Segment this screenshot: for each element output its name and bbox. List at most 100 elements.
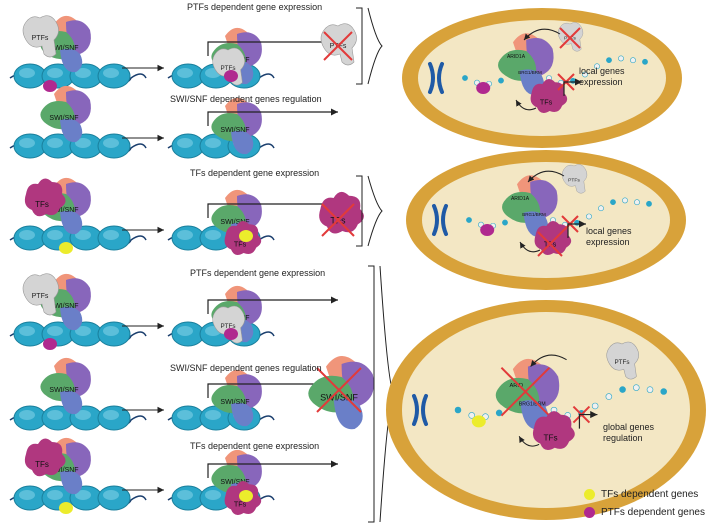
swisnf-label: SWI/SNF (220, 399, 249, 406)
nucleosome-highlight (19, 68, 35, 78)
tfs-shape (24, 178, 66, 217)
chromatin-bead (498, 77, 504, 84)
swisnf-complex: SWI/SNF (40, 357, 91, 415)
nucleosome-highlight (75, 138, 91, 148)
swisnf-label: SWI/SNF (49, 207, 78, 214)
loss-x-mark (321, 203, 355, 237)
swisnf-complex: SWI/SNF (211, 369, 262, 427)
chromatin-bead (646, 386, 654, 393)
expression-arrow (578, 410, 598, 429)
nucleosome-highlight (75, 326, 91, 336)
recruit-arrow (518, 436, 540, 447)
bracket-bottom (368, 265, 375, 523)
nucleosome-highlight (19, 138, 35, 148)
arid-label: ARID1A (511, 196, 530, 202)
chromatin-bead (582, 71, 588, 78)
brg1-label: BRG1/BRM (519, 401, 546, 407)
chromatin-bead (630, 57, 636, 64)
ptfs-label: PTFs (220, 323, 235, 330)
tfs-factor: TFs (319, 191, 364, 234)
tfs-factor: TFs (532, 411, 575, 451)
brg1-label: BRG1/BRM (522, 212, 546, 217)
chromatin-bead (606, 57, 612, 64)
swisnf-label: SWI/SNF (49, 115, 78, 122)
tfs-label: TFs (35, 200, 49, 209)
nucleosome-highlight (205, 230, 221, 240)
recruit-arrow (519, 241, 541, 253)
transcription-arrow (207, 296, 338, 314)
chromatin-bead (466, 217, 472, 223)
nucleosome-highlight (205, 138, 221, 148)
nucleosome-highlight (75, 410, 91, 420)
row-caption-2: SWI/SNF dependent genes regulation (170, 94, 322, 104)
nucleosome-highlight (47, 326, 63, 336)
swisnf-label: SWI/SNF (220, 127, 249, 134)
chromatin-bead (605, 393, 613, 400)
swisnf-subunit-blue (60, 48, 83, 73)
swisnf-subunit-blue (60, 306, 83, 331)
tfs-label: TFs (543, 434, 557, 443)
gene-dot (476, 82, 491, 94)
swisnf-subunit-blue (60, 470, 83, 495)
swisnf-label: SWI/SNF (49, 387, 78, 394)
tfs-label: TFs (35, 460, 49, 469)
nucleosome-highlight (47, 490, 63, 500)
nucleosome-highlight (103, 138, 119, 148)
chromatin-bead (495, 409, 503, 417)
chromatin-bead (622, 197, 628, 204)
ptfs-gene-dot (224, 70, 238, 82)
chromatin-bead (619, 386, 626, 393)
swisnf-complex: SWI/SNF (40, 85, 91, 143)
row-caption-3: TFs dependent gene expression (190, 168, 320, 178)
chromatin-bead (586, 213, 592, 220)
ptfs-loss-x-mark (559, 27, 581, 49)
chromatin-bead (634, 199, 640, 206)
ptfs-factor: PTFs (561, 164, 588, 194)
ptfs-factor: PTFs (22, 273, 59, 316)
row-5: SWI/SNF SWI/SNF SWI/SNF (9, 355, 374, 431)
expression-arrow (563, 78, 582, 96)
swisnf-label: SWI/SNF (220, 219, 249, 226)
nucleosome-highlight (177, 410, 193, 420)
tfs-gene-dot (59, 242, 73, 254)
recruit-arrow (515, 99, 537, 111)
chromatin-bead (594, 63, 600, 70)
transcription-arrow (207, 460, 338, 478)
nucleosome-highlight (47, 230, 63, 240)
transcription-arrow (207, 38, 338, 56)
row-2: SWI/SNF SWI/SNF (9, 85, 338, 159)
tfs-label: TFs (234, 240, 247, 249)
swisnf-complex: SWI/SNF (308, 355, 374, 430)
bracket-middle-brace (367, 175, 383, 247)
tfs-label: TFs (540, 98, 553, 107)
tfs-label: TFs (234, 500, 247, 509)
nucleosome-highlight (205, 410, 221, 420)
chromatin-bead (570, 77, 576, 84)
row-caption-4: PTFs dependent gene expression (190, 268, 326, 278)
ptfs-gene-dot (43, 338, 57, 350)
tfs-gene-dot (239, 490, 253, 502)
nucleosome-highlight (103, 490, 119, 500)
swisnf-subunit-blue (231, 402, 254, 427)
ptfs-label: PTFs (32, 293, 49, 300)
swisnf-loss-x-mark (500, 367, 551, 417)
chromatin-bead (454, 406, 462, 414)
legend-ptfs-genes: PTFs dependent genes (584, 507, 705, 518)
nucleosome-highlight (103, 230, 119, 240)
arid-label: ARID (509, 383, 523, 389)
nucleosome-highlight (103, 68, 119, 78)
nucleosome-highlight (75, 490, 91, 500)
transcription-arrow (207, 380, 338, 398)
row-caption-1: PTFs dependent gene expression (187, 2, 323, 12)
nucleosome-highlight (47, 138, 63, 148)
brg1-label: BRG1/BRM (518, 70, 542, 75)
